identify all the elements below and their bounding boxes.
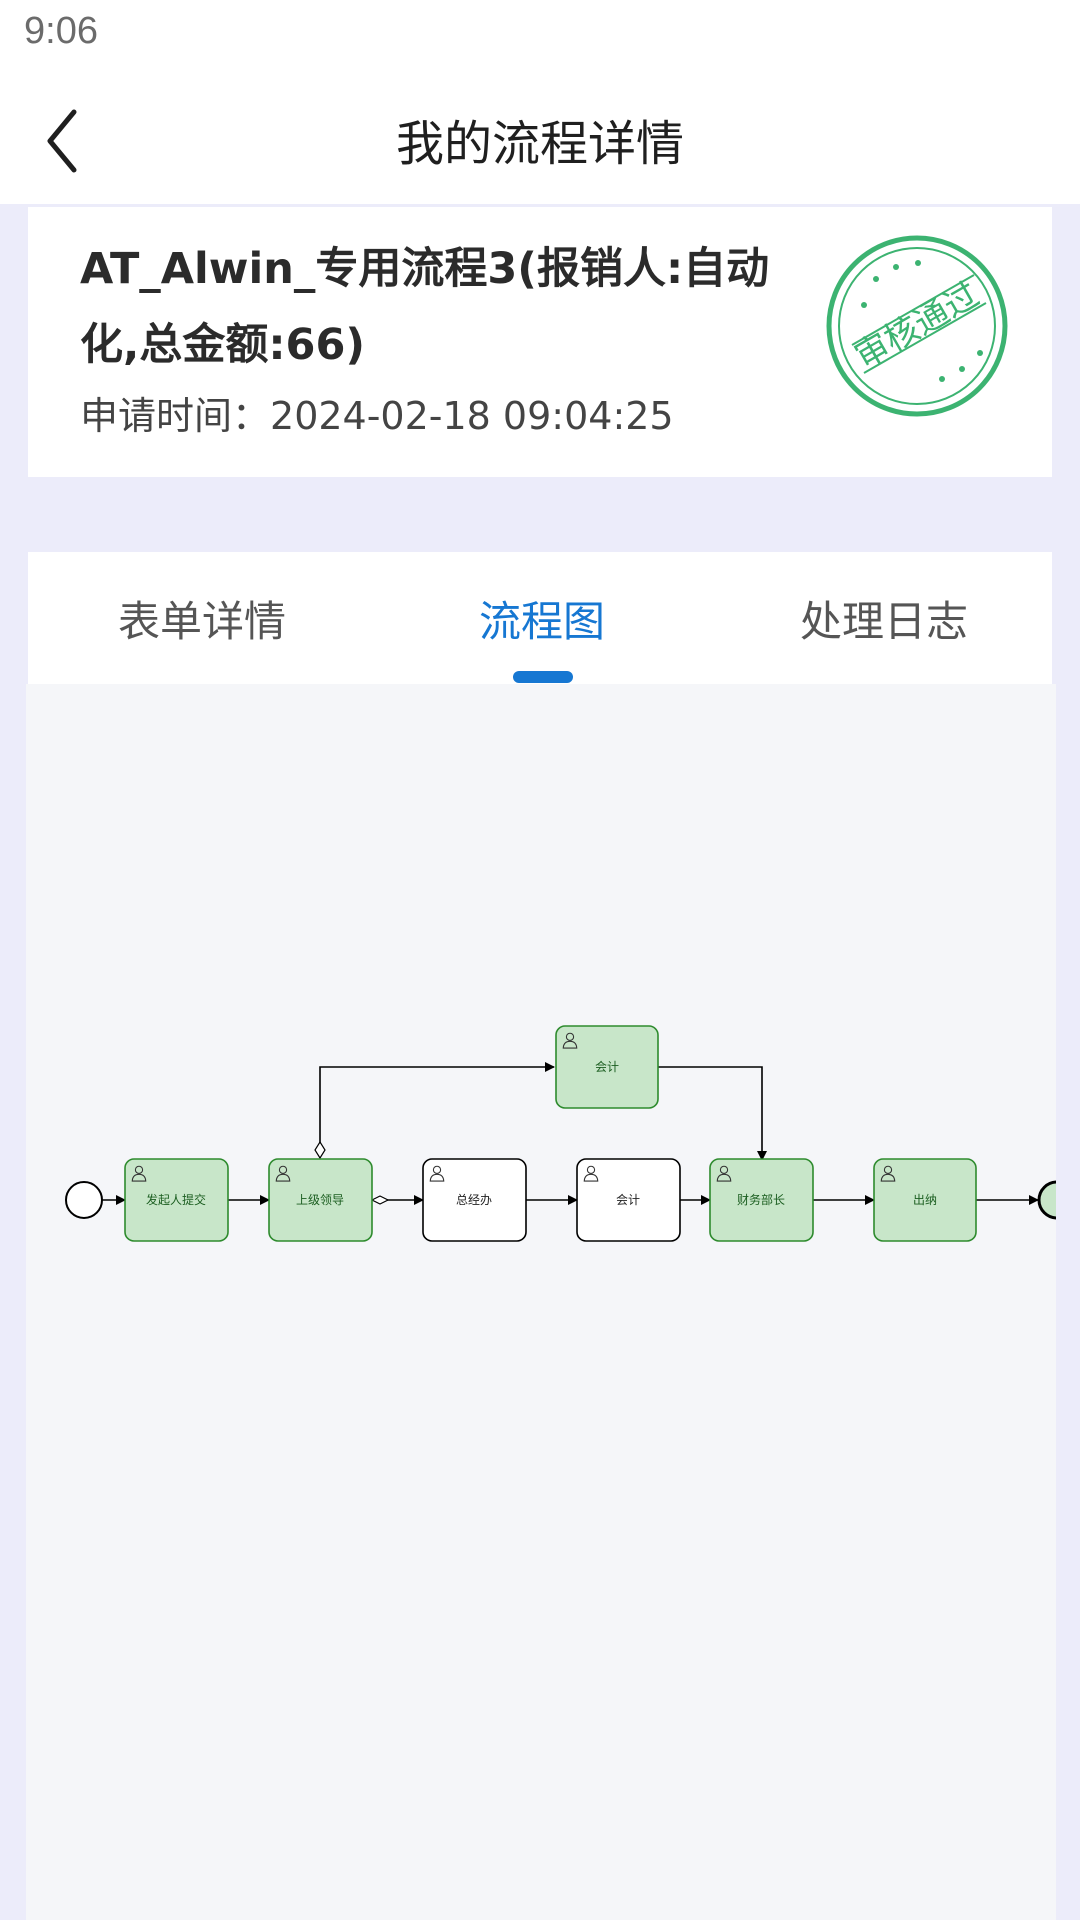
status-bar: 9:06	[0, 0, 1080, 76]
flow-node[interactable]: 总经办	[422, 1158, 527, 1242]
flow-diagram: 发起人提交 上级领导 会计 总经办 会计	[65, 1025, 1056, 1242]
chevron-left-icon	[47, 109, 77, 173]
process-info-card: AT_Alwin_专用流程3(报销人:自动化,总金额:66) 申请时间：2024…	[28, 207, 1052, 477]
tab-form-details[interactable]: 表单详情	[118, 597, 287, 646]
approved-stamp-icon: 审核通过	[826, 235, 1008, 417]
flow-connectors	[102, 1062, 1039, 1205]
flow-node-label: 出纳	[913, 1193, 937, 1207]
gateway-diamond-up	[314, 1140, 326, 1160]
flow-node-label: 会计	[595, 1060, 619, 1074]
flow-node[interactable]: 上级领导	[268, 1158, 373, 1242]
tab-bar: 表单详情 流程图 处理日志	[28, 552, 1052, 684]
page-title: 我的流程详情	[395, 116, 684, 172]
nav-bar: 我的流程详情	[0, 76, 1080, 204]
process-title: AT_Alwin_专用流程3(报销人:自动化,总金额:66)	[80, 244, 770, 370]
start-event	[65, 1181, 103, 1219]
tab-flow-chart[interactable]: 流程图	[479, 597, 606, 646]
end-event	[1037, 1180, 1056, 1220]
flow-node[interactable]: 会计	[555, 1025, 659, 1109]
flow-node-label: 会计	[616, 1193, 640, 1207]
flow-node[interactable]: 发起人提交	[124, 1158, 229, 1242]
apply-time-label: 申请时间：	[80, 394, 271, 438]
apply-time-row: 申请时间：2024-02-18 09:04:25	[80, 385, 674, 440]
apply-time-value: 2024-02-18 09:04:25	[270, 394, 674, 438]
status-time: 9:06	[24, 10, 98, 52]
flow-node-label: 财务部长	[737, 1192, 785, 1207]
flow-node[interactable]: 财务部长	[709, 1158, 814, 1242]
tab-process-log[interactable]: 处理日志	[800, 597, 969, 646]
active-tab-indicator	[513, 671, 573, 683]
flow-node-label: 总经办	[456, 1192, 492, 1207]
flow-node[interactable]: 会计	[576, 1158, 681, 1242]
back-button[interactable]	[30, 96, 102, 186]
gateway-diamond-right	[370, 1195, 390, 1205]
flow-diagram-area: 发起人提交 上级领导 会计 总经办 会计	[26, 684, 1056, 1920]
flow-node-label: 上级领导	[296, 1193, 344, 1207]
flow-node[interactable]: 出纳	[873, 1158, 977, 1242]
flow-node-label: 发起人提交	[146, 1192, 206, 1207]
stamp-text: 审核通过	[848, 275, 986, 378]
